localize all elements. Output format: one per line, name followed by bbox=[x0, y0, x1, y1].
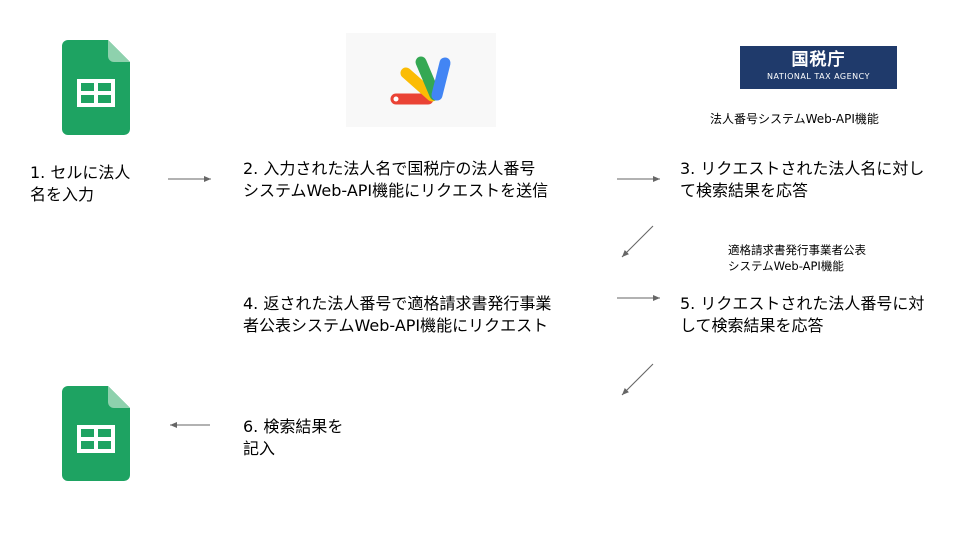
google-sheets-icon bbox=[62, 40, 130, 135]
step-5-text: 5. リクエストされた法人番号に対 して検索結果を応答 bbox=[680, 294, 925, 335]
step-6-text: 6. 検索結果を 記入 bbox=[243, 417, 344, 458]
corporate-api-label: 法人番号システムWeb-API機能 bbox=[710, 112, 879, 126]
arrow-3-to-4 bbox=[621, 225, 654, 258]
apps-script-logo-box bbox=[346, 33, 496, 127]
step-1-text: 1. セルに法人 名を入力 bbox=[30, 163, 131, 204]
google-sheets-icon bbox=[62, 386, 130, 481]
nta-logo-en: NATIONAL TAX AGENCY bbox=[767, 72, 870, 81]
invoice-api-label: 適格請求書発行事業者公表 システムWeb-API機能 bbox=[728, 243, 866, 273]
step-2-text: 2. 入力された法人名で国税庁の法人番号 システムWeb-API機能にリクエスト… bbox=[243, 159, 549, 200]
arrow-5-to-6 bbox=[621, 363, 654, 396]
step-3-text: 3. リクエストされた法人名に対し て検索結果を応答 bbox=[680, 159, 925, 200]
step-4-text: 4. 返された法人番号で適格請求書発行事業 者公表システムWeb-API機能にリ… bbox=[243, 294, 552, 335]
nta-logo: 国税庁 NATIONAL TAX AGENCY bbox=[740, 46, 897, 89]
google-apps-script-icon bbox=[390, 56, 451, 105]
nta-logo-jp: 国税庁 bbox=[791, 50, 846, 70]
